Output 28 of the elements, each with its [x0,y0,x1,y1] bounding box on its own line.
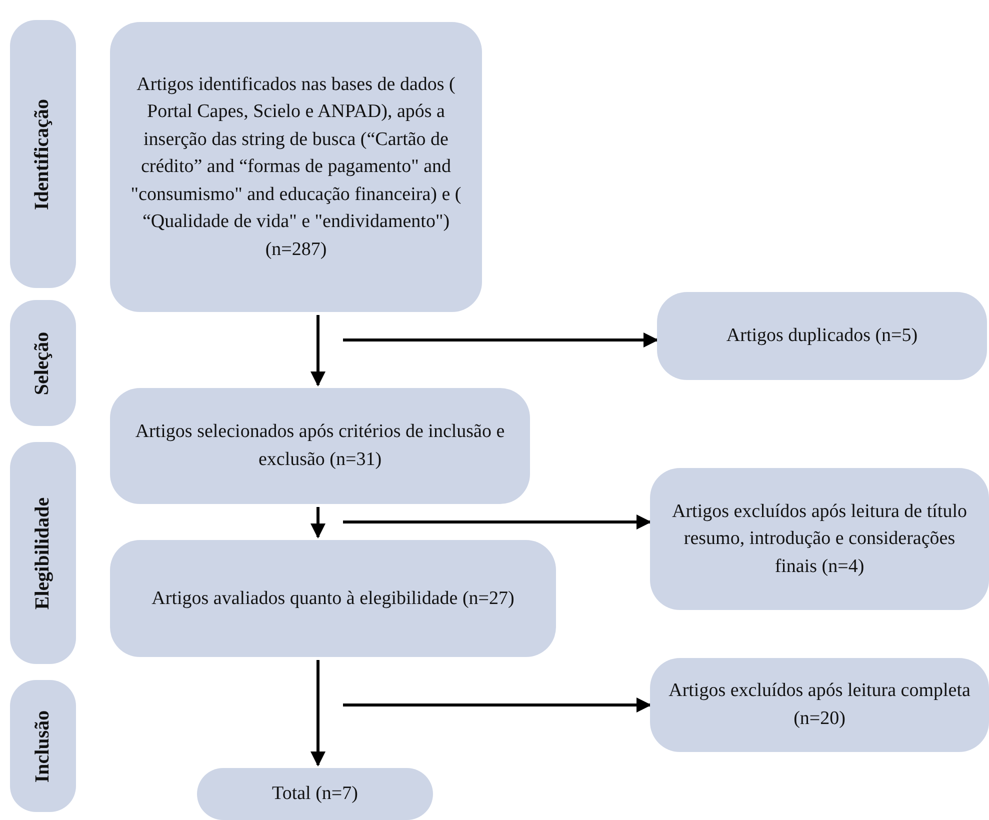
arrow [343,514,652,530]
stage-band [10,20,76,288]
box-text: Artigos excluídos após leitura de título resumo, introdução e considerações finais (n=4) [671,500,968,579]
box-text: Total (n=7) [272,782,358,806]
stage-band [10,300,76,426]
process-box [197,768,433,820]
process-box [110,540,556,657]
arrow [310,660,326,766]
process-box [110,22,482,312]
stage-label: Identificação [30,98,54,210]
arrow [310,507,326,538]
box-text: Artigos selecionados após critérios de inclusão e exclusão (n=31) [134,420,506,472]
stage-label: Elegibilidade [30,496,54,610]
arrow [343,332,658,348]
stage-band [10,442,76,664]
process-box [110,388,530,504]
process-box [657,292,987,380]
box-text: Artigos excluídos após leitura completa (n=20) [668,679,972,731]
stage-label: Inclusão [30,710,54,782]
box-text: Artigos avaliados quanto à elegibilidade (n=27) [152,586,514,611]
arrow [310,315,326,386]
stage-band [10,680,76,812]
box-text: Artigos duplicados (n=5) [726,324,918,348]
process-box [650,658,989,752]
box-text: Artigos identificados nas bases de dados ( Portal Capes, Scielo e ANPAD), após a inserção das string de busca (“Cartão de crédito” and “formas de pagamento" and "consumismo" and educação financeira) e ( “Qualidade de vida" e "endividamento") (n=287) [130,72,462,262]
process-box [650,468,989,610]
arrow [343,698,652,712]
stage-label: Seleção [30,331,54,395]
